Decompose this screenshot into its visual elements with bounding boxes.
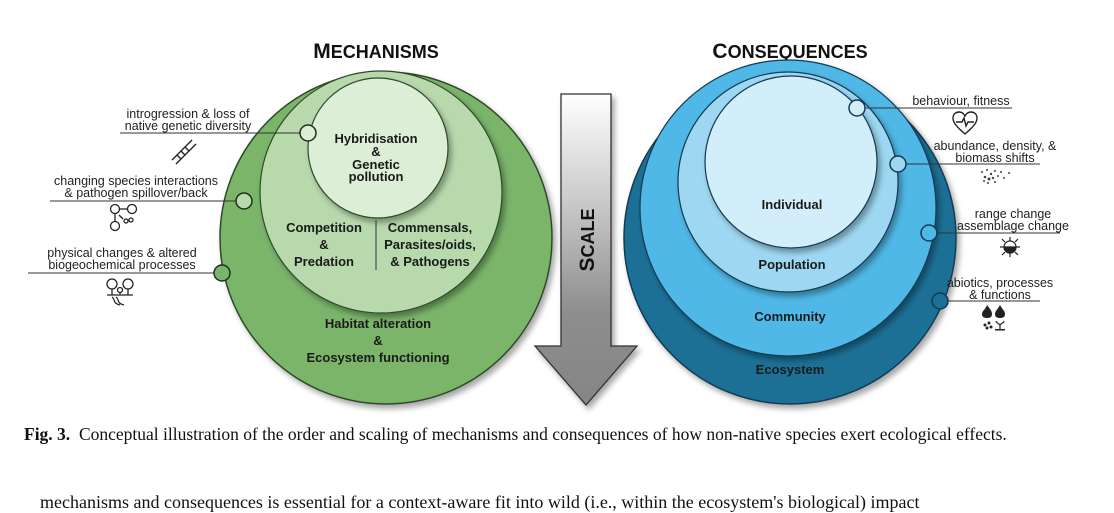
- species-connector-node: [235, 192, 253, 210]
- network-pathogen-icon: [109, 203, 138, 232]
- callout-physical-changes: physical changes & altered biogeochemica…: [28, 246, 231, 306]
- body-text-cut: mechanisms and consequences is essential…: [40, 492, 920, 512]
- outer-circle-label: Habitat alteration & Ecosystem functioni…: [306, 316, 449, 365]
- svg-text:&: &: [319, 237, 328, 252]
- callout-range: range change assemblage change: [920, 207, 1069, 257]
- community-label: Community: [754, 309, 826, 324]
- svg-text:changing species interactions: changing species interactions: [54, 174, 218, 188]
- svg-text:& pathogen spillover/back: & pathogen spillover/back: [64, 186, 208, 200]
- behaviour-connector-node: [848, 99, 866, 117]
- mechanisms-title: MECHANISMS: [313, 40, 439, 63]
- svg-text:range change: range change: [975, 207, 1052, 221]
- svg-text:biogeochemical processes: biogeochemical processes: [48, 258, 195, 272]
- abundance-connector-node: [889, 155, 907, 173]
- figure-diagram: MECHANISMS Hybridisation & Genetic pollu…: [28, 40, 1069, 406]
- physical-connector-node: [213, 264, 231, 282]
- svg-text:&: &: [373, 333, 382, 348]
- heart-pulse-icon: [952, 111, 978, 135]
- swarm-icon: [981, 169, 1010, 184]
- callout-species-interactions: changing species interactions & pathogen…: [50, 174, 253, 232]
- svg-text:Genetic: Genetic: [352, 157, 400, 172]
- scale-label: SCALE: [576, 208, 599, 271]
- consequences-title: CONSEQUENCES: [712, 40, 867, 63]
- svg-text:& functions: & functions: [969, 288, 1031, 302]
- dna-icon: [171, 139, 197, 165]
- mechanisms-inner-circle: [307, 77, 449, 219]
- fire-water-plant-icon: [982, 305, 1005, 331]
- svg-text:introgression & loss of: introgression & loss of: [127, 107, 251, 121]
- callout-genetic: introgression & loss of native genetic d…: [120, 107, 317, 165]
- svg-text:abiotics, processes: abiotics, processes: [947, 276, 1053, 290]
- trees-river-icon: [106, 278, 134, 306]
- svg-text:Parasites/oids,: Parasites/oids,: [384, 237, 476, 252]
- svg-text:assemblage change: assemblage change: [957, 219, 1069, 233]
- figure-caption: Fig. 3. Conceptual illustration of the o…: [24, 424, 1094, 445]
- svg-text:behaviour, fitness: behaviour, fitness: [912, 94, 1009, 108]
- svg-text:Habitat alteration: Habitat alteration: [325, 316, 431, 331]
- middle-circle-left-label: Competition & Predation: [286, 220, 362, 269]
- svg-text:Competition: Competition: [286, 220, 362, 235]
- svg-text:native genetic diversity: native genetic diversity: [125, 119, 252, 133]
- middle-circle-right-label: Commensals, Parasites/oids, & Pathogens: [384, 220, 476, 269]
- range-shift-icon: [1000, 237, 1020, 257]
- svg-text:Predation: Predation: [294, 254, 354, 269]
- svg-text:pollution: pollution: [349, 169, 404, 184]
- caption-label: Fig. 3.: [24, 424, 71, 444]
- caption-text: Conceptual illustration of the order and…: [78, 424, 1007, 444]
- svg-text:Commensals,: Commensals,: [388, 220, 473, 235]
- individual-circle: [704, 75, 878, 249]
- svg-text:biomass shifts: biomass shifts: [955, 151, 1034, 165]
- abiotics-connector-node: [931, 292, 949, 310]
- population-label: Population: [758, 257, 825, 272]
- range-connector-node: [920, 224, 938, 242]
- ecosystem-label: Ecosystem: [756, 362, 825, 377]
- callout-behaviour: behaviour, fitness: [848, 94, 1012, 135]
- svg-text:Hybridisation: Hybridisation: [334, 131, 417, 146]
- svg-text:&: &: [371, 144, 380, 159]
- svg-text:& Pathogens: & Pathogens: [390, 254, 469, 269]
- scale-arrow: [533, 93, 639, 406]
- genetic-connector-node: [299, 124, 317, 142]
- inner-circle-label: Hybridisation & Genetic pollution: [334, 131, 417, 184]
- svg-text:Ecosystem functioning: Ecosystem functioning: [306, 350, 449, 365]
- svg-text:physical changes & altered: physical changes & altered: [47, 246, 196, 260]
- svg-text:abundance, density, &: abundance, density, &: [934, 139, 1057, 153]
- individual-label: Individual: [762, 197, 823, 212]
- callout-abiotics: abiotics, processes & functions: [931, 276, 1053, 331]
- callout-abundance: abundance, density, & biomass shifts: [889, 139, 1057, 184]
